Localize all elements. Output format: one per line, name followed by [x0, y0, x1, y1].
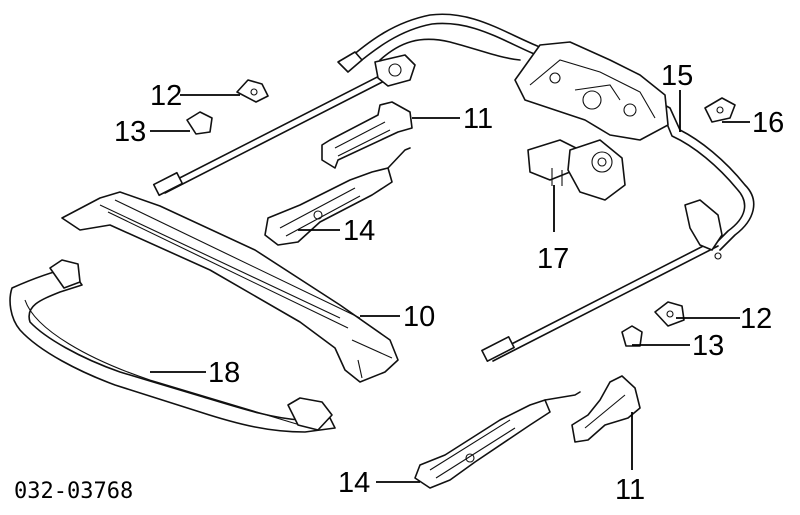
part-11-lower-guide: [571, 375, 641, 443]
part-13-lower-clip: [621, 325, 643, 347]
callout-11-lower: 11: [615, 474, 645, 506]
callout-16: 16: [752, 107, 784, 139]
rear-corner-bracket: [684, 199, 723, 260]
callout-14-upper: 14: [343, 215, 375, 247]
callout-14-lower: 14: [338, 467, 370, 499]
callout-12-lower: 12: [740, 303, 772, 335]
callout-17: 17: [537, 243, 569, 275]
callout-13-upper: 13: [114, 116, 146, 148]
part-16-clip: [704, 97, 736, 123]
part-12-lower-clip: [654, 301, 685, 327]
part-13-upper-clip: [186, 111, 213, 135]
part-10-front-rail: [61, 191, 399, 383]
cable-end-clip: [337, 51, 416, 87]
diagram-reference-code: 032-03768: [14, 479, 133, 504]
part-17-motor: [527, 139, 626, 201]
part-14-lower-rail: [414, 391, 581, 489]
drive-cables: [152, 67, 719, 362]
part-11-upper-guide: [321, 101, 413, 169]
callout-18: 18: [208, 357, 240, 389]
callout-11-upper: 11: [463, 103, 493, 135]
callout-labels: 12 13 11 15 16 14 17 10 12 13 18 14 11: [114, 60, 784, 506]
part-12-upper-clip: [236, 79, 269, 103]
part-18-frame-seal: [9, 259, 336, 433]
callout-13-lower: 13: [692, 330, 724, 362]
motor-bracket: [514, 41, 669, 141]
callout-10: 10: [403, 301, 435, 333]
callout-15: 15: [661, 60, 693, 92]
callout-12-upper: 12: [150, 80, 182, 112]
leader-lines: [150, 90, 750, 483]
